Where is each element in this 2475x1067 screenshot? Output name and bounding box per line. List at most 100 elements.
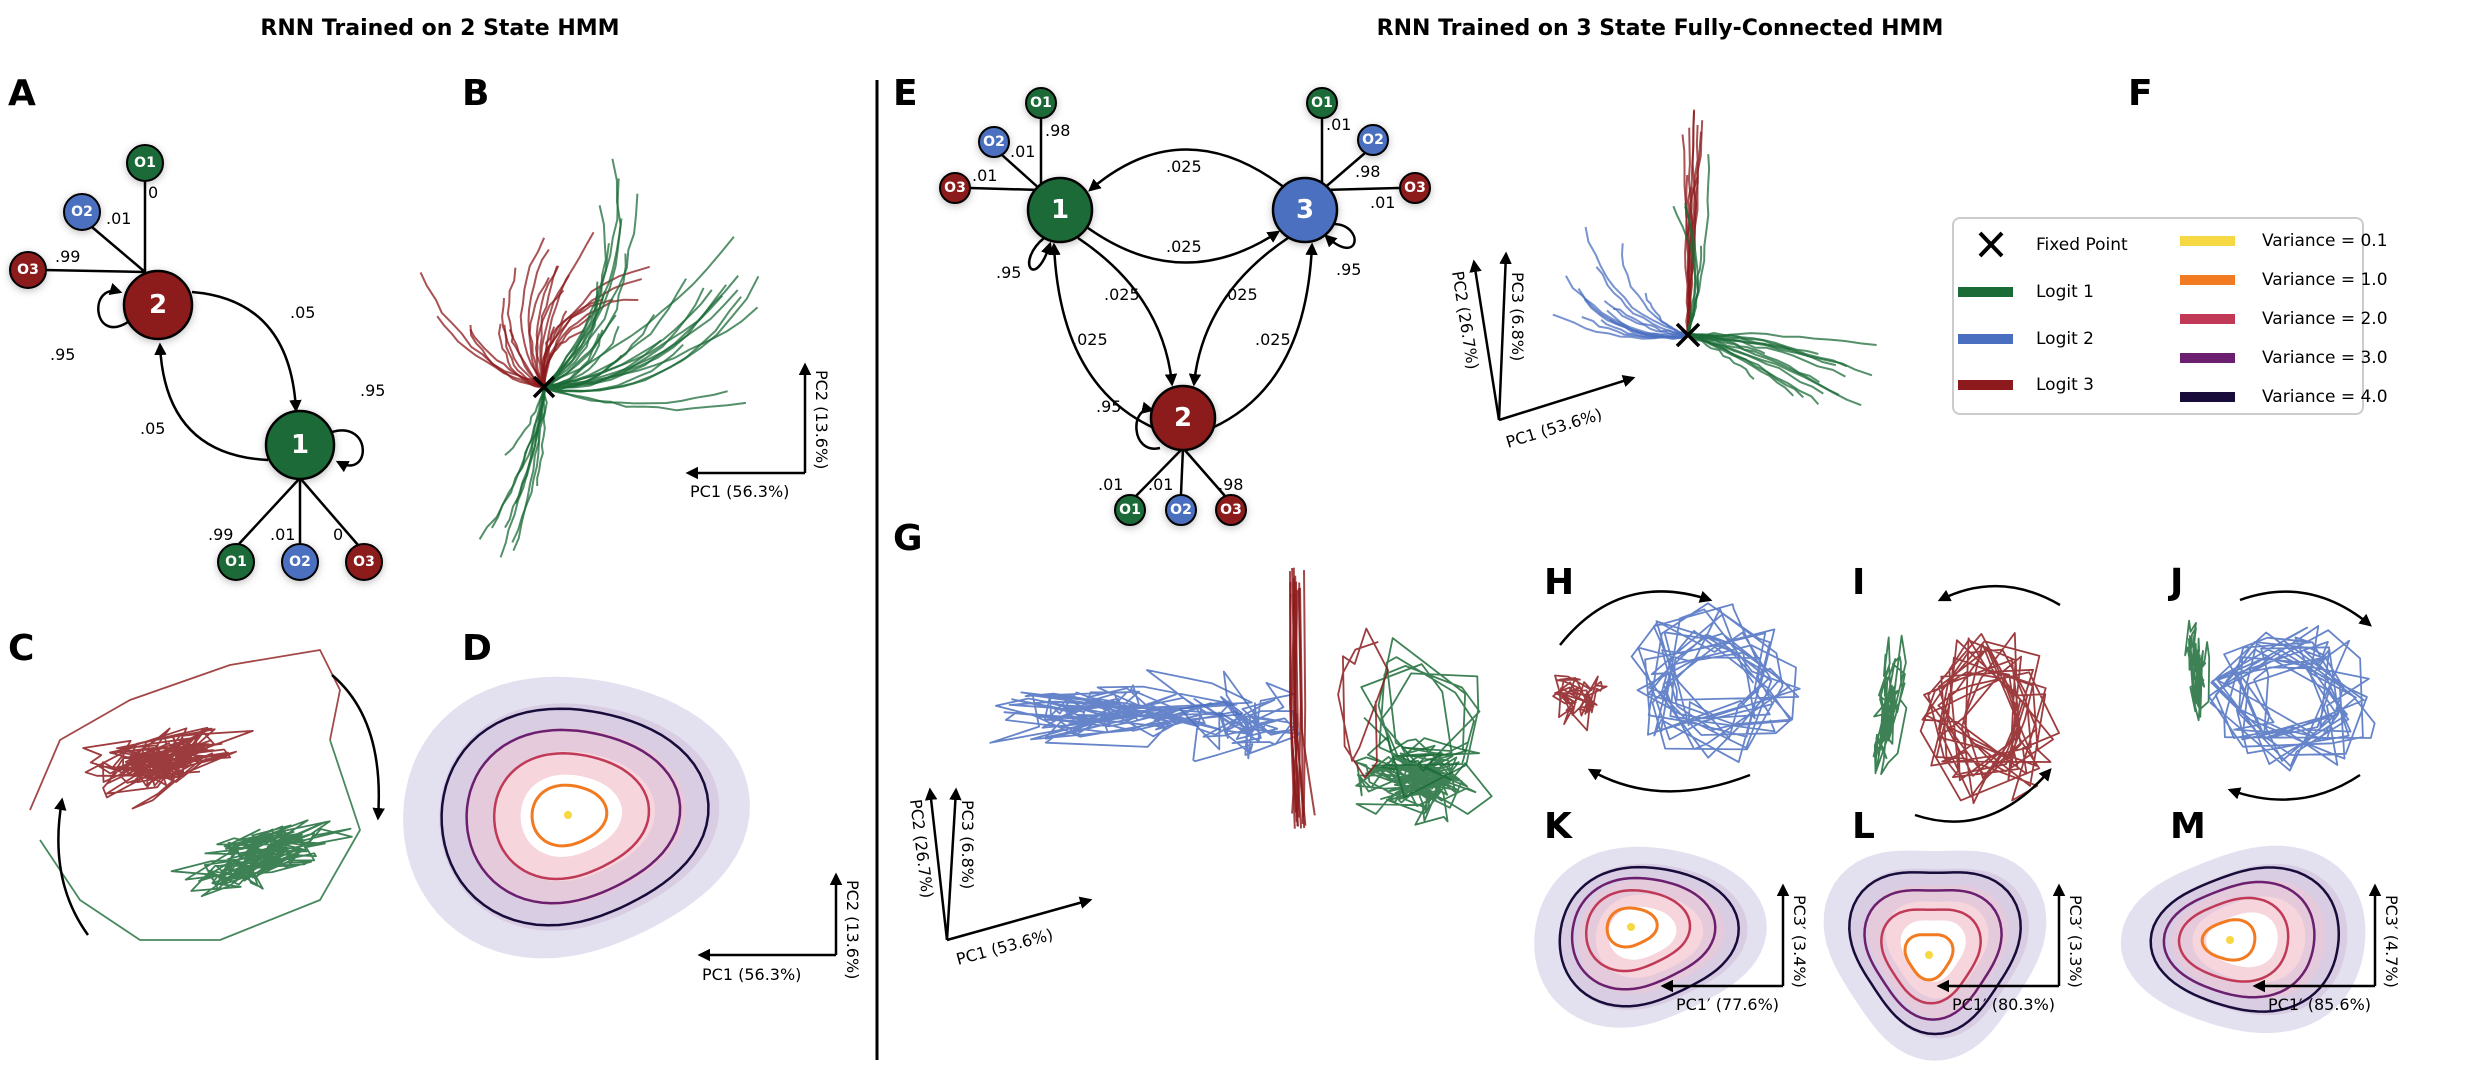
logit3-trajectory bbox=[82, 726, 254, 810]
obs-label: O1 bbox=[1030, 95, 1052, 111]
panel-letter-d: D bbox=[462, 628, 492, 669]
logit1-trajectory bbox=[1683, 206, 1697, 337]
flow-arrow bbox=[2227, 773, 2361, 801]
legend-swatch-var10 bbox=[2180, 275, 2235, 285]
transition-prob: .025 bbox=[1222, 285, 1258, 304]
state-label: 2 bbox=[1174, 403, 1192, 433]
logit1-trajectory bbox=[542, 275, 760, 392]
emission-prob: 0 bbox=[333, 525, 343, 544]
logit3-trajectory bbox=[419, 271, 545, 389]
transition-prob: .05 bbox=[290, 303, 315, 322]
panel-j-trajectories bbox=[2184, 619, 2376, 772]
obs-node-o3 bbox=[345, 543, 383, 581]
flow-arrow bbox=[331, 674, 385, 821]
transition-prob: .025 bbox=[1255, 330, 1291, 349]
transition-arrow-1-to-2 bbox=[154, 342, 269, 462]
legend-var20: Variance = 2.0 bbox=[2262, 309, 2388, 329]
y-axis-label: PC2 (13.6%) bbox=[812, 370, 831, 469]
logit1-trajectory bbox=[536, 386, 548, 486]
obs-label: O3 bbox=[353, 554, 375, 570]
panel-letter-i: I bbox=[1852, 562, 1865, 603]
legend-swatch-var40 bbox=[2180, 392, 2235, 402]
state-node-3 bbox=[1271, 176, 1339, 244]
logit1-trajectory bbox=[543, 289, 713, 389]
emission-prob: .01 bbox=[1098, 475, 1123, 494]
x-axis-label: PC1 (56.3%) bbox=[690, 482, 789, 501]
legend: Fixed Point Logit 1 Logit 2 Logit 3 Vari… bbox=[1952, 217, 2388, 415]
logit1-trajectory bbox=[478, 388, 545, 540]
logit3-trajectory bbox=[501, 298, 545, 389]
emission-edge bbox=[85, 221, 146, 273]
logit1-trajectory bbox=[1360, 637, 1481, 799]
logit2-trajectory bbox=[1178, 670, 1300, 763]
self-loop-2 bbox=[97, 283, 129, 329]
panel-letter-e: E bbox=[893, 73, 918, 114]
contour-line bbox=[1880, 908, 1982, 1005]
logit1-trajectory bbox=[544, 289, 739, 389]
pc1-axis-label: PC1 (53.6%) bbox=[1504, 405, 1605, 452]
logit3-trajectory bbox=[1919, 632, 2061, 805]
legend-swatch-logit3 bbox=[1958, 380, 2013, 390]
transition-arrow-2-to-3 bbox=[1211, 242, 1318, 430]
legend-logit2: Logit 2 bbox=[2036, 329, 2094, 349]
logit3-trajectory bbox=[541, 329, 585, 389]
logit1-trajectory bbox=[542, 253, 627, 387]
x-axis-label: PC1′ (80.3%) bbox=[1952, 995, 2055, 1014]
obs-label: O1 bbox=[134, 155, 156, 171]
panel-g-axes: PC1 (53.6%) PC2 (26.7%) PC3 (6.8%) bbox=[906, 787, 1093, 969]
pc2-axis-arrow bbox=[924, 787, 949, 941]
state-label: 3 bbox=[1296, 195, 1314, 225]
panel-d-contours bbox=[403, 676, 750, 959]
panel-g-trajectories bbox=[989, 567, 1493, 829]
legend-var01: Variance = 0.1 bbox=[2262, 231, 2388, 251]
logit2-trajectory bbox=[1584, 226, 1688, 338]
hmm-3-state-diagram: 1 2 3 O1 O2 O3 O1 O2 O3 O1 O2 O3 .98 .01… bbox=[939, 87, 1431, 526]
legend-swatch-logit1 bbox=[1958, 287, 2013, 297]
legend-swatch-var20 bbox=[2180, 314, 2235, 324]
contour-line bbox=[2149, 866, 2341, 1013]
self-prob: .95 bbox=[360, 381, 385, 400]
panel-i-trajectories bbox=[1872, 632, 2061, 805]
panel-letter-c: C bbox=[8, 628, 34, 669]
logit1-trajectory bbox=[2184, 619, 2211, 722]
flow-arrow bbox=[1587, 768, 1751, 793]
self-prob: .95 bbox=[996, 263, 1021, 282]
state-node-2 bbox=[1149, 384, 1217, 452]
obs-node-o3 bbox=[1215, 494, 1247, 526]
legend-logit3: Logit 3 bbox=[2036, 375, 2094, 395]
logit2-trajectory bbox=[2207, 625, 2376, 772]
logit1-trajectory bbox=[1686, 334, 1846, 378]
obs-label: O3 bbox=[17, 262, 39, 278]
transition-prob: .025 bbox=[1166, 237, 1202, 256]
state-node-1 bbox=[264, 409, 336, 481]
obs-label: O3 bbox=[1404, 180, 1426, 196]
emission-edge bbox=[969, 186, 1042, 192]
pc3-axis-label: PC3 (6.8%) bbox=[1508, 272, 1527, 361]
emission-edge bbox=[43, 268, 146, 274]
fixed-point-x-icon bbox=[1675, 322, 1701, 348]
logit2-trajectory bbox=[1595, 266, 1688, 337]
logit3-trajectory bbox=[535, 265, 559, 388]
obs-label: O1 bbox=[1311, 95, 1333, 111]
logit3-trajectory bbox=[528, 277, 550, 388]
pc3-axis-arrow bbox=[945, 787, 962, 941]
emission-edge bbox=[237, 477, 301, 546]
panel-letter-g: G bbox=[893, 518, 923, 559]
fixed-point-x-icon bbox=[532, 375, 556, 399]
emission-prob: .01 bbox=[1148, 475, 1173, 494]
logit3-trajectory bbox=[1297, 588, 1302, 811]
self-prob: .95 bbox=[1096, 397, 1121, 416]
panel-b-axes: PC2 (13.6%) PC1 (56.3%) bbox=[685, 362, 831, 501]
obs-node-o1 bbox=[126, 144, 164, 182]
flow-arrow bbox=[1937, 585, 2061, 607]
logit1-trajectory bbox=[1872, 634, 1908, 775]
logit1-trajectory bbox=[170, 819, 353, 898]
emission-prob: .98 bbox=[1355, 162, 1380, 181]
panel-letter-k: K bbox=[1544, 806, 1573, 847]
panel-k-axes: PC3′ (3.4%) PC1′ (77.6%) bbox=[1660, 883, 1809, 1014]
right-title: RNN Trained on 3 State Fully-Connected H… bbox=[1377, 16, 1944, 41]
logit3-trajectory bbox=[1290, 593, 1298, 823]
logit3-trajectory bbox=[469, 324, 544, 389]
panel-letter-b: B bbox=[462, 73, 489, 114]
logit1-trajectory bbox=[504, 386, 545, 456]
